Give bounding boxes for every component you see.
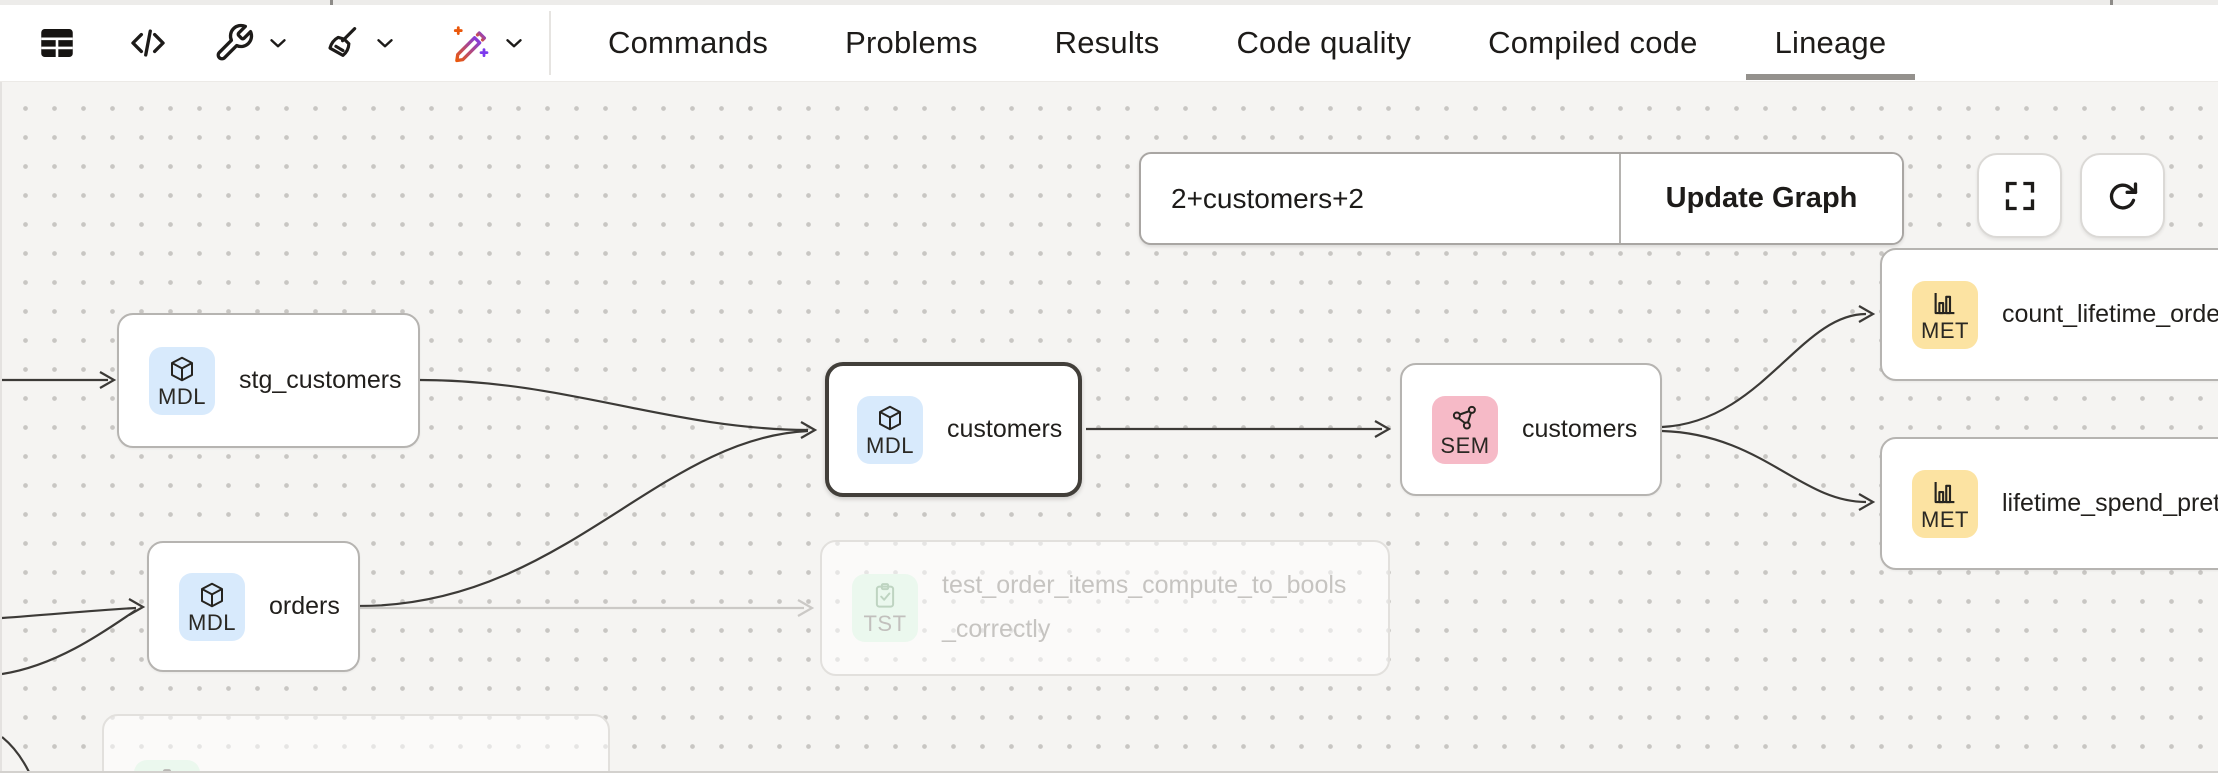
badge-label: MET xyxy=(1921,506,1969,532)
wrench-dropdown-button[interactable] xyxy=(213,5,291,81)
lineage-selector-input[interactable] xyxy=(1141,154,1621,243)
node-label: customers xyxy=(947,415,1063,443)
edge xyxy=(359,429,809,608)
tab-lineage[interactable]: Lineage xyxy=(1745,5,1915,81)
clipboard-check-icon xyxy=(162,769,172,771)
lineage-node-customers-model[interactable]: MDL customers xyxy=(825,362,1082,497)
edge xyxy=(419,378,809,432)
node-label: stg_customers xyxy=(239,366,402,394)
cube-icon xyxy=(879,405,901,430)
ai-pencil-icon xyxy=(453,26,489,63)
lineage-node-orders[interactable]: MDL orders xyxy=(147,541,360,672)
node-label-line: test_order_items_compute_to_bools xyxy=(942,571,1347,600)
tab-compiled-code[interactable]: Compiled code xyxy=(1488,25,1698,60)
lineage-node-count-lifetime-order[interactable]: MET count_lifetime_order xyxy=(1880,248,2218,381)
model-badge: MDL xyxy=(149,346,215,415)
lineage-canvas[interactable]: MDL stg_customers MDL orders MDL custome… xyxy=(0,82,2218,771)
lineage-node-partial-test[interactable]: TST xyxy=(102,714,610,771)
cube-icon xyxy=(201,582,223,607)
broom-dropdown-button[interactable] xyxy=(320,5,398,81)
lineage-edges xyxy=(2,305,1876,771)
ai-pencil-dropdown-button[interactable] xyxy=(449,5,527,81)
test-badge: TST xyxy=(134,760,200,771)
update-graph-button[interactable]: Update Graph xyxy=(1621,154,1902,243)
edge xyxy=(2,606,137,620)
fullscreen-icon xyxy=(2005,181,2034,210)
clipboard-check-icon xyxy=(875,583,895,608)
lineage-node-stg-customers[interactable]: MDL stg_customers xyxy=(117,313,420,448)
icon-toolbar xyxy=(0,5,549,81)
node-label: test_order_items_compute_to_bools _correc… xyxy=(942,564,1346,652)
edge-arrowhead xyxy=(1858,493,1876,511)
chevron-down-icon xyxy=(270,39,286,48)
lineage-node-test-order-items[interactable]: TST test_order_items_compute_to_bools _co… xyxy=(820,540,1390,676)
cube-icon xyxy=(171,356,193,381)
test-badge: TST xyxy=(852,574,918,642)
lineage-node-customers-semantic[interactable]: SEM customers xyxy=(1400,363,1662,496)
table-button[interactable] xyxy=(36,5,78,81)
chevron-down-icon xyxy=(377,39,393,48)
edge xyxy=(1661,429,1867,504)
bar-chart-icon xyxy=(1934,481,1955,503)
fullscreen-button[interactable] xyxy=(1977,153,2062,238)
node-label-line: _correctly xyxy=(942,615,1051,643)
badge-label: TST xyxy=(863,611,907,636)
badge-label: MDL xyxy=(866,432,914,458)
badge-label: MDL xyxy=(188,609,236,635)
lineage-selector: Update Graph xyxy=(1139,152,1904,245)
metric-badge: MET xyxy=(1912,469,1978,538)
broom-icon xyxy=(328,27,357,58)
refresh-button[interactable] xyxy=(2080,153,2165,238)
edge-arrowhead xyxy=(800,421,818,439)
top-strip-divider xyxy=(2110,0,2113,5)
bottom-strip xyxy=(0,771,2218,780)
edge-arrowhead xyxy=(1858,305,1876,323)
panel-tabs: Commands Problems Results Code quality C… xyxy=(608,5,1915,81)
tab-commands[interactable]: Commands xyxy=(608,25,769,60)
edge xyxy=(2,736,30,771)
tab-results[interactable]: Results xyxy=(1054,25,1160,60)
node-label: lifetime_spend_preta xyxy=(2002,489,2218,517)
table-icon xyxy=(41,29,73,57)
model-badge: MDL xyxy=(179,572,245,641)
edge-arrowhead xyxy=(797,599,815,617)
semantic-badge: SEM xyxy=(1432,395,1498,464)
network-icon xyxy=(1452,405,1476,430)
badge-label: MDL xyxy=(158,383,206,409)
edge-arrowhead xyxy=(99,371,117,389)
node-label: count_lifetime_order xyxy=(2002,300,2218,328)
edge xyxy=(2,609,137,676)
badge-label: MET xyxy=(1921,317,1969,343)
toolbar-separator xyxy=(549,11,551,75)
lineage-node-lifetime-spend[interactable]: MET lifetime_spend_preta xyxy=(1880,437,2218,570)
tab-code-quality[interactable]: Code quality xyxy=(1236,25,1412,60)
tab-problems[interactable]: Problems xyxy=(845,25,978,60)
edge-arrowhead xyxy=(128,598,146,616)
edge xyxy=(1661,312,1867,429)
bar-chart-icon xyxy=(1934,292,1955,314)
code-icon xyxy=(131,29,165,57)
window-top-strip xyxy=(0,0,2218,5)
chevron-down-icon xyxy=(506,39,522,48)
node-label: orders xyxy=(269,592,340,620)
top-strip-divider xyxy=(330,0,333,5)
editor-header: Commands Problems Results Code quality C… xyxy=(0,5,2218,82)
node-label: customers xyxy=(1522,415,1638,443)
model-badge: MDL xyxy=(857,395,923,464)
wrench-icon xyxy=(216,23,254,61)
code-button[interactable] xyxy=(127,5,169,81)
badge-label: SEM xyxy=(1440,432,1490,458)
edge-arrowhead xyxy=(1374,420,1392,438)
metric-badge: MET xyxy=(1912,280,1978,349)
refresh-icon xyxy=(2109,181,2137,210)
